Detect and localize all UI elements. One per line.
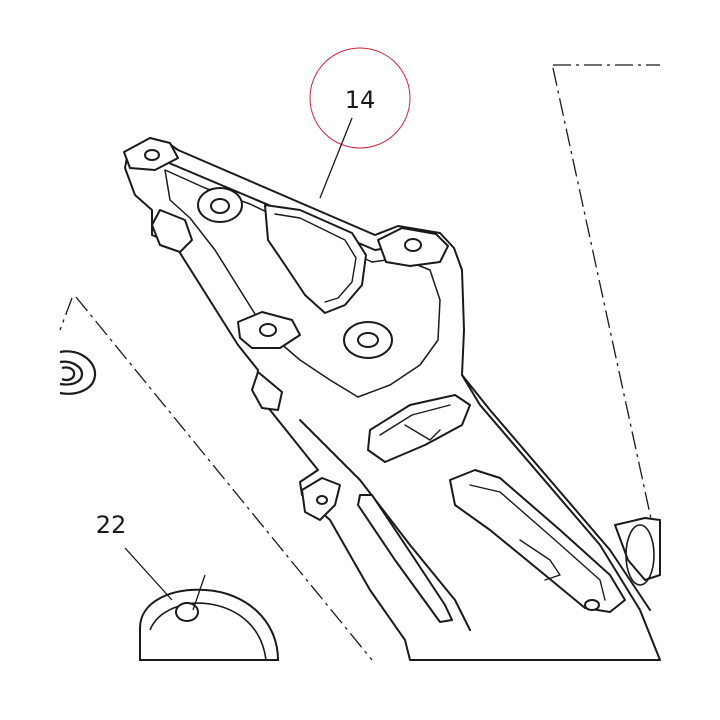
- long-slot: [449, 469, 626, 613]
- construction-line-left: [75, 296, 373, 661]
- triangular-window-inner: [274, 213, 357, 303]
- callout-22-pointer: [192, 574, 206, 611]
- ring-inner: [59, 360, 84, 386]
- construction-line-right: [552, 64, 661, 561]
- arm-upper-edge: [461, 374, 651, 611]
- bolt-hole-slot-end: [584, 599, 600, 611]
- arm-lower-edge: [299, 419, 471, 631]
- ring-hole: [61, 366, 76, 382]
- bolt-hole-left-middle: [259, 323, 277, 337]
- triangular-window: [264, 204, 367, 314]
- ring-fragment: [59, 350, 97, 395]
- cap-body: [139, 588, 280, 661]
- boss-upper-left-hole: [210, 198, 230, 214]
- cap-hole: [175, 602, 199, 622]
- callout-14-highlight-circle: [309, 47, 411, 149]
- bolt-hole-right-tab: [404, 238, 422, 252]
- upper-slot-pocket-inner: [379, 404, 451, 441]
- bolt-hole-top-left: [144, 149, 160, 161]
- callout-14-leader: [319, 117, 353, 199]
- bracket-inner-rim: [164, 169, 441, 398]
- callout-14-number: 14: [345, 86, 376, 114]
- callout-14[interactable]: 14: [309, 47, 411, 199]
- bolt-hole-lower-left: [316, 495, 328, 505]
- side-lug-lower: [251, 371, 283, 411]
- bracket-part-14: [123, 137, 661, 661]
- callout-22-leader: [124, 547, 173, 601]
- cylinder-stub-right: [614, 517, 661, 581]
- upper-slot-pocket: [367, 394, 471, 463]
- long-slot-inner: [469, 484, 606, 601]
- cap-rim: [149, 602, 267, 661]
- callout-22-number: 22: [96, 511, 127, 539]
- ring-outer: [59, 350, 97, 395]
- cylinder-stub-face: [625, 524, 655, 586]
- callout-22[interactable]: 22: [96, 511, 206, 611]
- boss-center-hole: [357, 332, 379, 348]
- lower-rib: [357, 494, 453, 623]
- construction-line-left-short: [59, 297, 73, 331]
- cap-part-22: [139, 588, 280, 661]
- side-lug-upper: [151, 209, 193, 253]
